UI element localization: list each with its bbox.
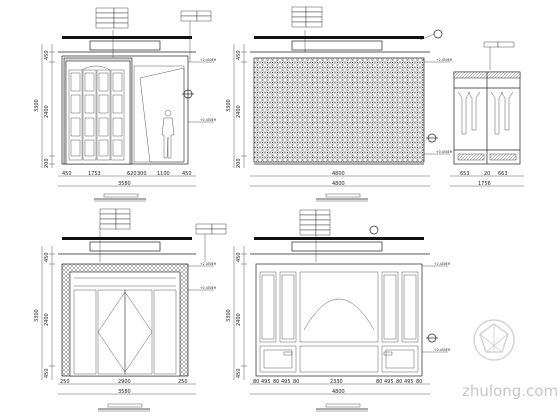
dim-bl-b2: 250 <box>178 379 188 385</box>
dim-br-b7: 495 <box>384 379 394 385</box>
dim-bl-total: 3580 <box>118 389 131 395</box>
dim-wd-total: 1756 <box>478 181 491 187</box>
material-callouts-bl <box>99 208 227 262</box>
dim-br-l3: 450 <box>236 368 242 378</box>
level-tags-tl: +2.450EH +0.450EH <box>188 58 217 123</box>
dim-wd-b0: 653 <box>460 171 470 177</box>
dim-br-b1: 495 <box>261 379 271 385</box>
dims-left-bl: 450 2400 3300 450 <box>34 246 55 380</box>
watermark-logo-icon <box>473 319 515 361</box>
dim-br-b2: 80 <box>273 379 279 385</box>
dim-tl-b1: 1753 <box>88 171 101 177</box>
dim-tr-total: 4800 <box>332 181 345 187</box>
dims-left-br: 450 2400 3300 450 <box>226 246 247 380</box>
lattice-wall-panel <box>253 57 425 163</box>
hanging-clothes-icon <box>457 91 514 135</box>
section-marker-tr-icon <box>426 133 438 143</box>
level-upper-tl: +2.450EH <box>200 58 217 62</box>
dim-br-b5: 2330 <box>330 379 343 385</box>
dim-bl-b1: 2900 <box>118 379 131 385</box>
dim-br-b9: 495 <box>404 379 414 385</box>
dim-tl-b0: 450 <box>62 171 72 177</box>
level-upper-bl: +2.450EH <box>200 262 217 266</box>
dim-br-total: 4800 <box>332 389 345 395</box>
dims-bottom-bl: 250 2900 250 3580 <box>58 379 196 395</box>
dim-tl-l1: 2400 <box>44 105 50 118</box>
dim-bl-l3: 450 <box>44 368 50 378</box>
dim-tr-l3: 200 <box>236 158 242 168</box>
dim-br-b6: 80 <box>376 379 382 385</box>
dim-bl-l2: 3300 <box>34 309 40 322</box>
dim-br-l1: 2400 <box>236 313 242 326</box>
dim-br-l2: 3300 <box>226 309 232 322</box>
dim-wd-b2: 663 <box>498 171 508 177</box>
dims-bottom-tl: 450 1753 620 300 1100 450 3580 <box>58 171 196 187</box>
dim-tr-l1: 2400 <box>236 105 242 118</box>
dim-bl-l1: 2400 <box>44 313 50 326</box>
level-lower-bl: +0.450EH <box>200 286 217 290</box>
dims-bottom-br: 80 495 80 495 80 2330 80 495 80 495 80 4… <box>250 379 430 395</box>
title-bl <box>98 403 150 412</box>
title-tr <box>316 193 368 202</box>
dim-wd-b1: 20 <box>484 171 490 177</box>
material-callouts-tr <box>291 6 443 52</box>
dim-bl-b0: 250 <box>60 379 70 385</box>
dims-left-tl: 450 2400 3300 200 <box>34 44 55 168</box>
elevation-bottom-left: +2.450EH +0.450EH 450 2400 3300 450 250 … <box>34 208 227 412</box>
dims-bottom-tr: 4800 4800 <box>250 171 430 187</box>
dim-br-b10: 80 <box>416 379 422 385</box>
dim-tl-b5: 450 <box>182 171 192 177</box>
level-lower-br: +0.450EH <box>434 348 451 352</box>
person-figure-icon <box>161 109 175 159</box>
level-lower-tr: +0.450EH <box>436 150 453 154</box>
level-upper-tr: +2.450EH <box>436 58 453 62</box>
dim-tr-b0: 4800 <box>332 171 345 177</box>
dims-wardrobe: 653 20 663 1756 <box>450 171 524 187</box>
level-tags-bl: +2.450EH +0.450EH <box>188 262 217 291</box>
dim-br-b3: 495 <box>281 379 291 385</box>
elevation-bottom-right: +2.450EH +0.450EH 450 2400 3300 450 80 4… <box>226 209 451 412</box>
elevation-top-left: +2.450EH +0.450EH 450 2400 3300 200 450 … <box>34 7 217 202</box>
section-marker-icon <box>182 89 194 99</box>
section-marker-br-icon <box>426 333 438 343</box>
dim-tr-l2: 3300 <box>226 99 232 112</box>
dim-tl-b2: 620 <box>127 171 137 177</box>
dim-tl-b4: 1100 <box>157 171 170 177</box>
dim-tl-l2: 3300 <box>34 99 40 112</box>
dim-br-b0: 80 <box>253 379 259 385</box>
dim-br-l0: 450 <box>236 252 242 262</box>
title-br <box>316 403 368 412</box>
dim-br-b8: 80 <box>396 379 402 385</box>
level-upper-br: +2.450EH <box>434 262 451 266</box>
dim-tr-l0: 450 <box>236 50 242 60</box>
dim-tl-l3: 200 <box>44 158 50 168</box>
material-callouts-tl <box>95 7 212 62</box>
dim-tl-b3: 300 <box>137 171 147 177</box>
material-callouts-br <box>299 209 379 262</box>
dim-br-b4: 80 <box>293 379 299 385</box>
dims-left-tr: 450 2400 3300 200 <box>226 44 247 168</box>
wardrobe-section: 653 20 663 1756 <box>450 41 524 187</box>
level-tags-tr: +2.450EH +0.450EH <box>424 58 453 155</box>
dim-tl-l0: 450 <box>44 50 50 60</box>
title-tl <box>94 193 146 202</box>
watermark: zhulong.com <box>462 319 558 400</box>
level-tags-br: +2.450EH +0.450EH <box>422 262 451 353</box>
dim-tl-total: 3580 <box>118 181 131 187</box>
watermark-text: zhulong.com <box>462 382 558 400</box>
dim-bl-l0: 450 <box>44 252 50 262</box>
level-lower-tl: +0.450EH <box>200 118 217 122</box>
elevation-top-right: +2.450EH +0.450EH 450 2400 3300 200 4800… <box>226 6 453 202</box>
